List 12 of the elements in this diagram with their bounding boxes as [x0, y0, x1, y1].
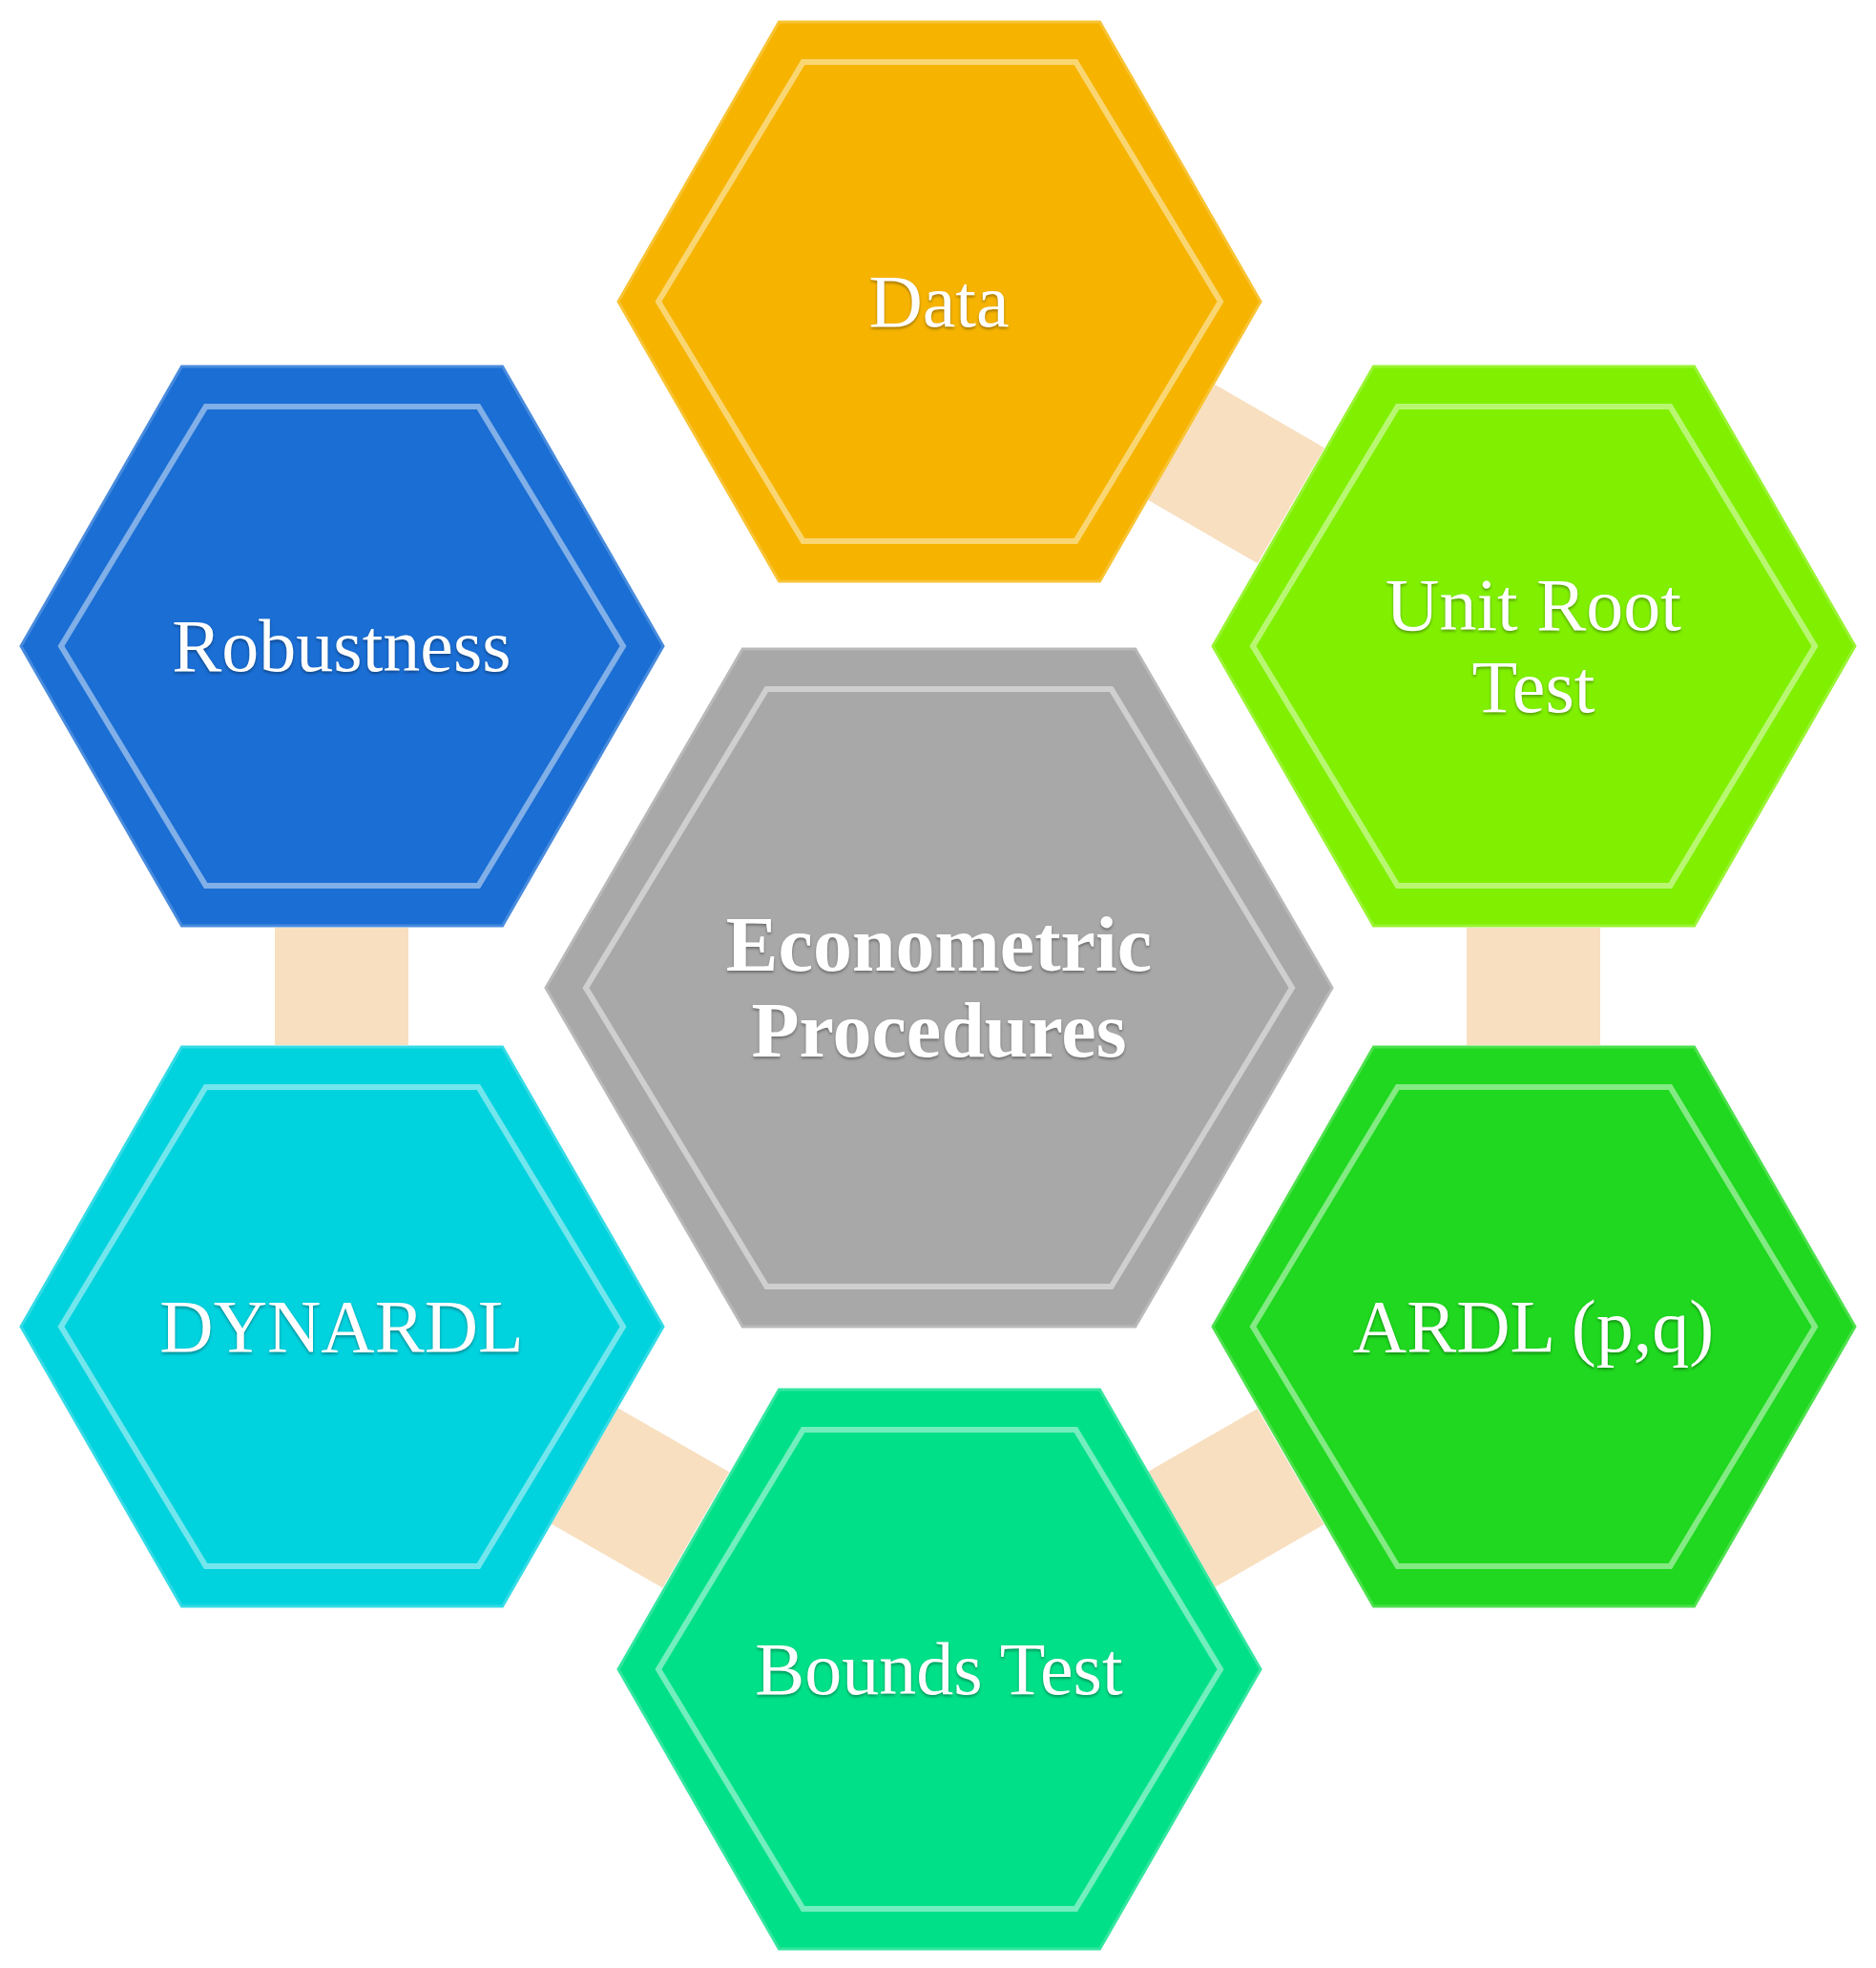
connector-band [1148, 1409, 1324, 1587]
connector-band [1467, 928, 1600, 1045]
hexagon-label: ARDL (p,q) [1352, 1286, 1715, 1368]
hexagon-label: Unit Root Test [1385, 564, 1682, 728]
connector-band [1148, 384, 1324, 564]
connector-band [275, 928, 408, 1045]
hexagon-label: Bounds Test [755, 1628, 1123, 1710]
hexagon-label: Data [868, 261, 1010, 343]
hexagon-label: Econometric Procedures [724, 901, 1154, 1075]
hexagon-label: Robustness [172, 605, 511, 687]
hexagon-label: DYNARDL [159, 1286, 524, 1368]
connector-band [551, 1408, 730, 1588]
